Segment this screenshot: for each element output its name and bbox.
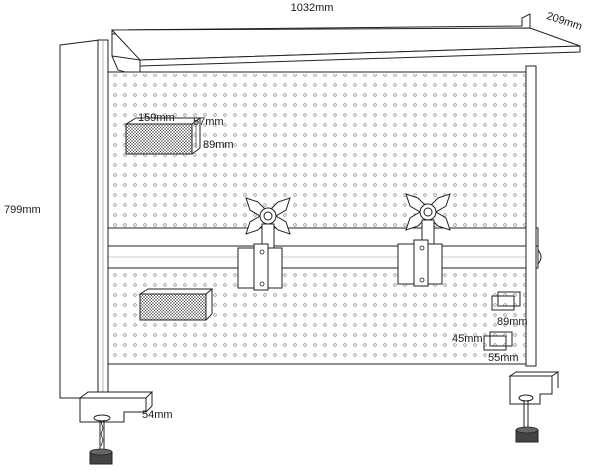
top-shelf	[110, 13, 581, 78]
upper-basket-depth-label: 89mm	[203, 139, 234, 151]
upper-mesh-basket	[124, 117, 202, 155]
vesa-bracket-icon	[397, 193, 451, 287]
vesa-bracket-icon	[237, 197, 291, 291]
upper-pegboard	[107, 71, 537, 233]
upper-basket-length-label: 159mm	[138, 112, 175, 124]
clamp-dimension-label: 54mm	[142, 409, 173, 421]
side-panel	[59, 39, 101, 399]
bracket-hook-icon	[491, 291, 521, 311]
hook-depth-label: 55mm	[488, 352, 519, 364]
cross-rail	[100, 227, 542, 269]
shelf-depth-dimension-label: 209mm	[545, 10, 584, 33]
lower-mesh-basket	[138, 288, 214, 321]
hook-width-label: 89mm	[497, 316, 528, 328]
desk-clamp-icon	[508, 371, 560, 443]
hook-height-label: 45mm	[452, 333, 483, 345]
desk-clamp-icon	[78, 391, 154, 465]
width-dimension-label: 1032mm	[291, 2, 334, 14]
right-post	[525, 65, 537, 367]
bracket-hook-icon	[483, 331, 513, 351]
left-post	[97, 39, 109, 393]
height-dimension-label: 799mm	[4, 204, 41, 216]
upper-basket-height-label: 57mm	[193, 116, 224, 128]
